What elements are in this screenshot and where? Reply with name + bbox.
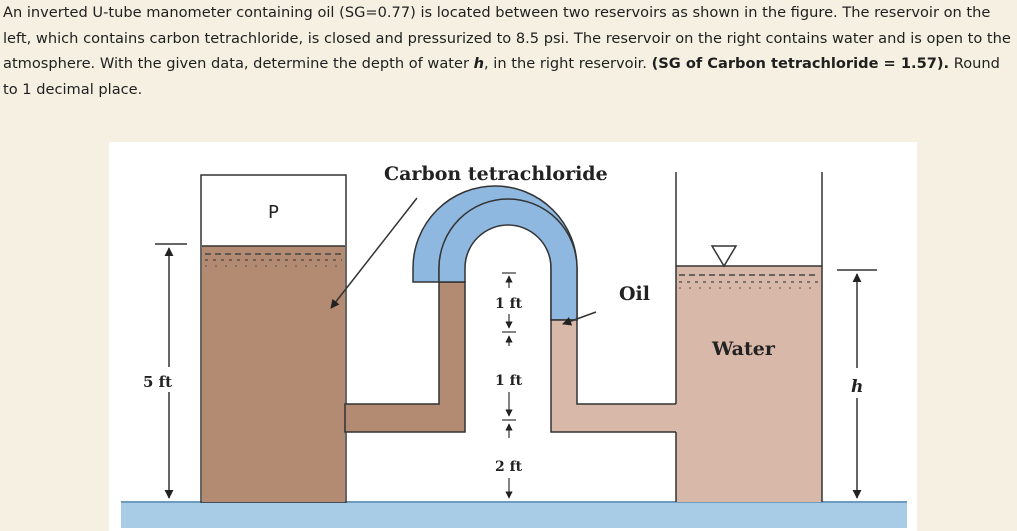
left-reservoir [200,174,347,503]
sg-carbon-note: (SG of Carbon tetrachloride = 1.57). [651,55,950,72]
variable-h: h [473,55,485,72]
carbon-pointer-line [330,197,418,309]
label-5ft: 5 ft [143,373,172,391]
right-pipe [550,319,685,433]
label-pressure-p: P [268,202,279,223]
label-water: Water [711,338,776,360]
oil-pointer-line [562,311,597,326]
label-oil: Oil [619,283,650,305]
question-text: An inverted U-tube manometer containing … [3,0,1015,102]
question-part-1: An inverted U-tube manometer containing … [3,4,1011,72]
question-part-3: Round to 1 decimal place. [3,55,1000,98]
right-reservoir [675,172,823,502]
manometer-figure: Carbon tetrachloride P Oil Water 5 ft h … [109,142,917,531]
dimension-5ft: 5 ft [143,243,187,499]
label-1ft-lower: 1 ft [495,373,523,389]
label-1ft-upper: 1 ft [495,296,523,312]
manometer-diagram: Carbon tetrachloride P Oil Water 5 ft h … [121,163,907,528]
question-part-2: , in the right reservoir. [484,55,652,72]
label-2ft: 2 ft [495,459,523,475]
label-h: h [851,377,863,397]
free-surface-triangle-icon [710,245,738,268]
label-carbon-tetrachloride: Carbon tetrachloride [384,163,608,185]
carbon-tet-fill [202,246,345,502]
dimension-h: h [837,269,877,499]
ground-base [121,502,907,528]
inner-dimensions: 1 ft 1 ft 2 ft [495,272,523,499]
